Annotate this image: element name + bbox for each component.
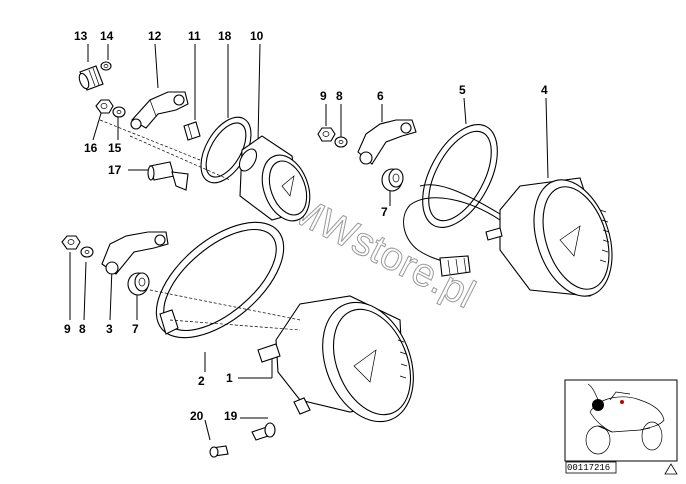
callout-labels: 13 14 12 11 18 10 16 15 17 9 8 6 5 4 7 9… [64, 29, 548, 423]
callout-11: 11 [188, 29, 201, 43]
callout-7-top: 7 [381, 205, 388, 219]
part-14-nut [100, 61, 112, 71]
part-4-tachometer [485, 177, 613, 297]
part-11-clip [183, 121, 201, 141]
part-7-grommet-bottom [127, 272, 150, 296]
part-8-washer-bottom [80, 246, 94, 258]
callout-14: 14 [100, 29, 114, 43]
part-6-bracket [357, 119, 417, 165]
callout-3: 3 [106, 322, 113, 336]
motorcycle-icon [585, 383, 665, 455]
wiring-harness [403, 184, 501, 277]
callout-1: 1 [226, 371, 233, 385]
part-20-screw [209, 445, 229, 458]
location-marker-icon [592, 399, 604, 411]
callout-19: 19 [224, 409, 238, 423]
callout-9-top: 9 [320, 89, 327, 103]
callout-13: 13 [74, 29, 88, 43]
callout-4: 4 [541, 83, 548, 97]
callout-16: 16 [84, 141, 98, 155]
part-7-grommet-top [381, 168, 404, 192]
callout-8-top: 8 [336, 89, 343, 103]
part-1-speedometer [257, 295, 414, 423]
callout-20: 20 [190, 409, 204, 423]
part-5-ring [422, 124, 498, 228]
part-19-screw [251, 422, 276, 441]
drawing-number: 00117216 [567, 463, 610, 473]
callout-2: 2 [198, 374, 205, 388]
callout-18: 18 [218, 29, 232, 43]
triangle-icon [664, 463, 678, 475]
callout-8-bottom: 8 [79, 322, 86, 336]
part-16-nut [95, 99, 114, 114]
part-10-small-gauge [238, 135, 311, 222]
callout-17: 17 [108, 163, 122, 177]
callout-10: 10 [250, 29, 264, 43]
part-8-washer-top [334, 136, 348, 148]
part-9-nut-top [317, 127, 336, 142]
reference-thumbnail: 00117216 [564, 379, 678, 475]
part-12-bracket [130, 91, 189, 130]
part-9-nut-bottom [61, 235, 81, 250]
part-18-ring [200, 116, 252, 184]
part-3-bracket [101, 231, 169, 275]
callout-5: 5 [459, 83, 466, 97]
callout-12: 12 [148, 29, 162, 43]
callout-9-bottom: 9 [64, 322, 71, 336]
callout-6: 6 [377, 89, 384, 103]
part-13-bolt [78, 65, 104, 91]
callout-15: 15 [108, 141, 122, 155]
part-2-ring [155, 221, 285, 339]
part-17-bulb-holder [147, 161, 189, 191]
part-15-washer [112, 106, 126, 118]
callout-7-bottom: 7 [132, 322, 139, 336]
